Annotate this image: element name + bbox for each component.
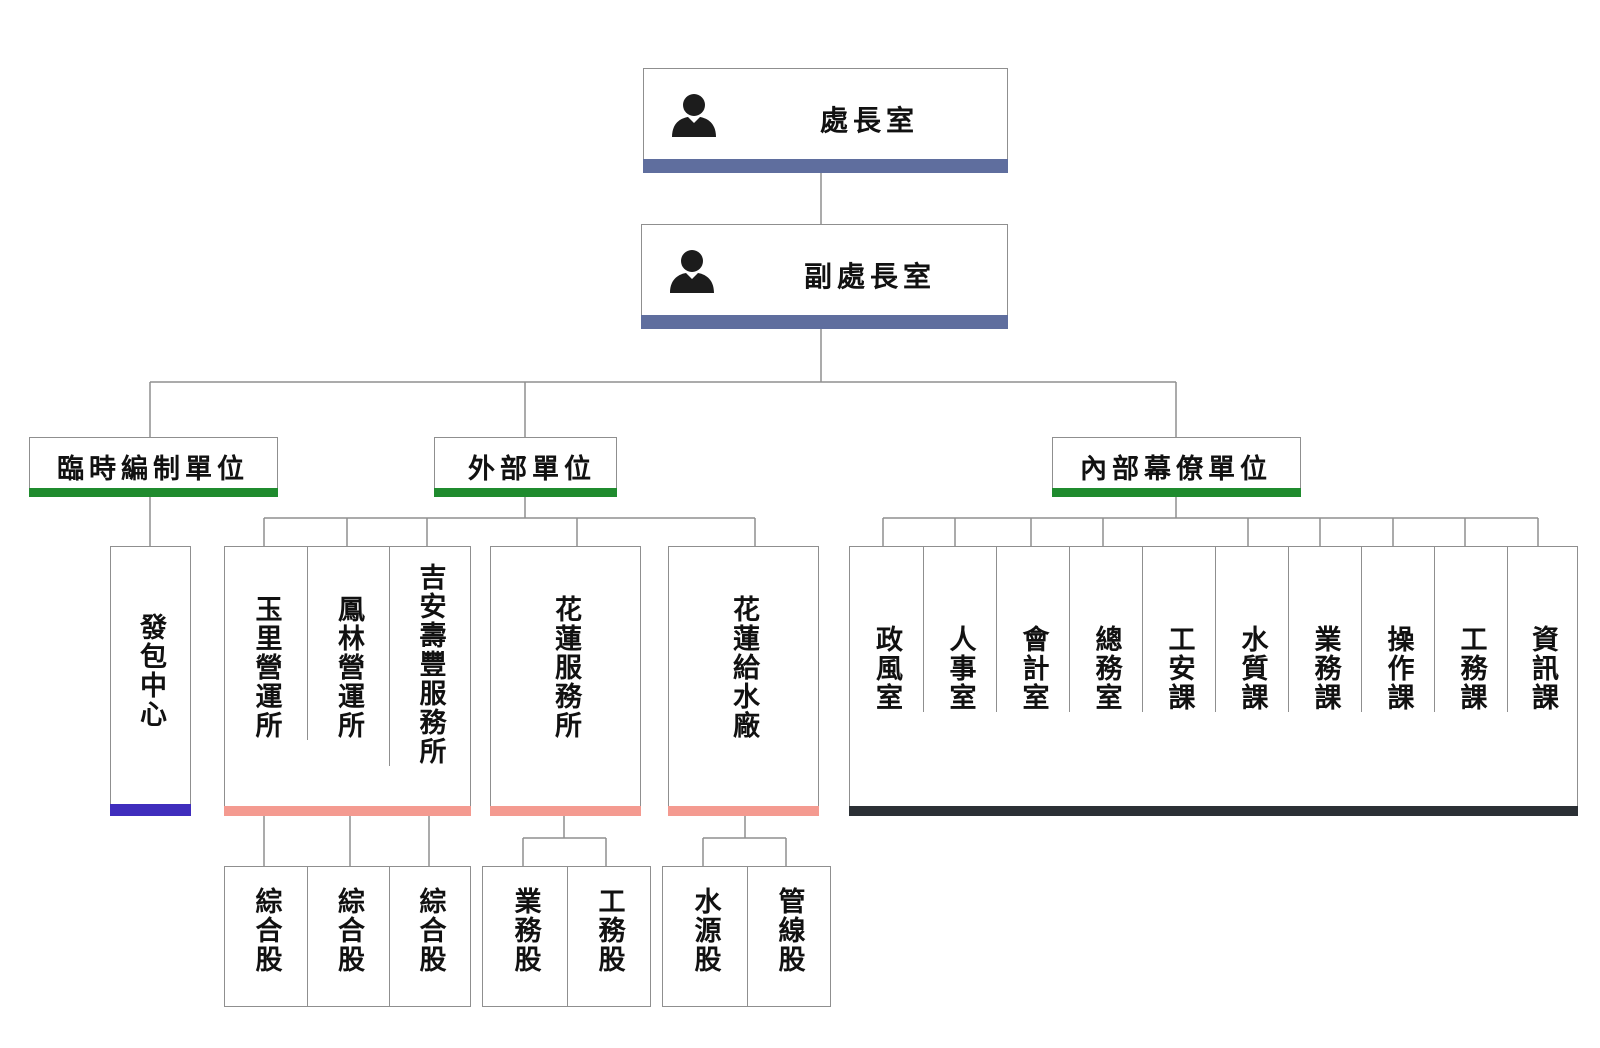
- service-office-label: 花蓮服務所: [550, 595, 581, 740]
- external-group-a-bar: [224, 806, 471, 816]
- director-label: 處長室: [820, 104, 920, 137]
- external-group-a: 玉里營運所 鳳林營運所 吉安壽豐服務所: [224, 546, 471, 816]
- service-office-sections: 業務股 工務股: [482, 866, 651, 1007]
- category-temporary-bar: [29, 488, 278, 497]
- external-office-2-label: 鳳林營運所: [333, 595, 364, 740]
- section-cell: 水源股: [663, 867, 747, 1006]
- internal-units-box: 政風室 人事室 會計室 總務室 工安課 水質課 業務課 操作課 工務課 資訊課: [849, 546, 1578, 816]
- deputy-bar: [641, 315, 1008, 329]
- section-cell: 工務股: [567, 867, 650, 1006]
- section-cell: 業務股: [483, 867, 567, 1006]
- internal-units-bar: [849, 806, 1578, 816]
- service-office-box: 花蓮服務所: [490, 546, 641, 816]
- temporary-unit-label: 發包中心: [135, 613, 166, 729]
- internal-unit-label: 工安課: [1163, 625, 1195, 712]
- section-label: 水源股: [689, 887, 721, 974]
- section-label: 綜合股: [250, 887, 282, 974]
- water-plant: 花蓮給水廠: [669, 547, 818, 740]
- internal-unit-label: 資訊課: [1527, 625, 1558, 712]
- category-internal-bar: [1052, 488, 1301, 497]
- internal-unit-label: 會計室: [1017, 625, 1049, 712]
- internal-unit: 工安課: [1142, 547, 1215, 712]
- person-icon: [670, 250, 714, 293]
- section-label: 綜合股: [414, 887, 446, 974]
- section-cell: 綜合股: [389, 867, 470, 1006]
- internal-unit: 業務課: [1288, 547, 1361, 712]
- section-cell: 管線股: [747, 867, 830, 1006]
- external-office-1: 玉里營運所: [225, 547, 307, 740]
- internal-unit: 工務課: [1434, 547, 1507, 712]
- temporary-unit-bar: [110, 804, 191, 816]
- person-icon: [672, 94, 716, 137]
- internal-unit-label: 水質課: [1236, 625, 1268, 712]
- external-office-1-label: 玉里營運所: [250, 595, 282, 740]
- external-group-a-sections: 綜合股 綜合股 綜合股: [224, 866, 471, 1007]
- category-external-bar: [434, 488, 617, 497]
- section-label: 綜合股: [333, 887, 364, 974]
- category-internal: 內部幕僚單位: [1052, 437, 1301, 497]
- internal-unit-label: 操作課: [1382, 625, 1414, 712]
- external-office-3-label: 吉安壽豐服務所: [414, 563, 446, 766]
- director-node: 處長室: [643, 68, 1008, 173]
- section-cell: 綜合股: [225, 867, 307, 1006]
- service-office: 花蓮服務所: [491, 547, 640, 740]
- water-plant-label: 花蓮給水廠: [728, 595, 759, 740]
- water-plant-box: 花蓮給水廠: [668, 546, 819, 816]
- water-plant-sections: 水源股 管線股: [662, 866, 831, 1007]
- internal-unit-label: 業務課: [1309, 625, 1341, 712]
- category-internal-label: 內部幕僚單位: [1080, 454, 1272, 485]
- internal-unit-label: 工務課: [1455, 625, 1487, 712]
- temporary-unit: 發包中心: [111, 547, 190, 729]
- section-cell: 綜合股: [307, 867, 389, 1006]
- internal-unit-label: 政風室: [871, 625, 902, 712]
- internal-unit: 水質課: [1215, 547, 1288, 712]
- internal-unit: 會計室: [996, 547, 1069, 712]
- water-plant-bar: [668, 806, 819, 816]
- internal-unit: 資訊課: [1507, 547, 1577, 712]
- deputy-label: 副處長室: [804, 260, 937, 293]
- director-bar: [643, 159, 1008, 173]
- category-temporary: 臨時編制單位: [29, 437, 278, 497]
- section-label: 工務股: [593, 887, 625, 974]
- internal-unit: 政風室: [850, 547, 923, 712]
- internal-unit-label: 人事室: [944, 625, 976, 712]
- external-office-3: 吉安壽豐服務所: [389, 547, 470, 766]
- category-temporary-label: 臨時編制單位: [57, 454, 249, 485]
- temporary-unit-box: 發包中心: [110, 546, 191, 816]
- category-external-label: 外部單位: [468, 454, 596, 485]
- service-office-bar: [490, 806, 641, 816]
- internal-unit: 操作課: [1361, 547, 1434, 712]
- section-label: 業務股: [509, 887, 541, 974]
- internal-unit-label: 總務室: [1090, 625, 1122, 712]
- category-external: 外部單位: [434, 437, 617, 497]
- deputy-node: 副處長室: [641, 224, 1008, 329]
- external-office-2: 鳳林營運所: [307, 547, 389, 740]
- internal-unit: 總務室: [1069, 547, 1142, 712]
- section-label: 管線股: [773, 887, 805, 974]
- internal-unit: 人事室: [923, 547, 996, 712]
